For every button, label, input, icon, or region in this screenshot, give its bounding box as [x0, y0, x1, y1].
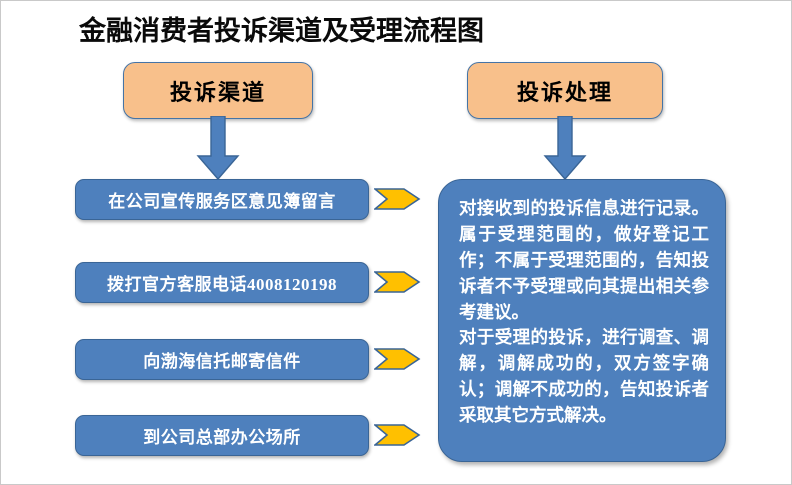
channel-box-suggestion-book-label: 在公司宣传服务区意见簿留言 — [108, 192, 336, 211]
page-title: 金融消费者投诉渠道及受理流程图 — [79, 16, 484, 46]
channel-box-headquarters[interactable]: 到公司总部办公场所 — [75, 415, 369, 456]
channel-box-mail[interactable]: 向渤海信托邮寄信件 — [75, 339, 369, 380]
header-box-complaint-handling-label: 投诉处理 — [516, 79, 613, 105]
yellow-right-arrow-icon — [374, 424, 421, 446]
yellow-right-arrow-icon — [374, 271, 421, 293]
process-paragraph-2: 对于受理的投诉，进行调查、调解，调解成功的，双方签字确认；调解不成功的，告知投诉… — [459, 327, 709, 426]
process-description-box: 对接收到的投诉信息进行记录。属于受理范围的，做好登记工作；不属于受理范围的，告知… — [438, 179, 726, 462]
header-box-complaint-channels[interactable]: 投诉渠道 — [123, 62, 313, 119]
down-arrow-icon — [196, 116, 240, 181]
channel-box-suggestion-book[interactable]: 在公司宣传服务区意见簿留言 — [75, 179, 369, 220]
yellow-right-arrow-icon — [374, 348, 421, 370]
down-arrow-icon — [543, 116, 587, 181]
header-box-complaint-handling[interactable]: 投诉处理 — [467, 62, 663, 119]
channel-box-mail-label: 向渤海信托邮寄信件 — [143, 352, 301, 371]
channel-box-headquarters-label: 到公司总部办公场所 — [143, 428, 301, 447]
header-box-complaint-channels-label: 投诉渠道 — [169, 79, 266, 105]
channel-box-hotline-label: 拨打官方客服电话4008120198 — [107, 275, 337, 294]
channel-box-hotline[interactable]: 拨打官方客服电话4008120198 — [75, 262, 369, 303]
yellow-right-arrow-icon — [374, 188, 421, 210]
process-paragraph-1: 对接收到的投诉信息进行记录。属于受理范围的，做好登记工作；不属于受理范围的，告知… — [459, 198, 709, 322]
